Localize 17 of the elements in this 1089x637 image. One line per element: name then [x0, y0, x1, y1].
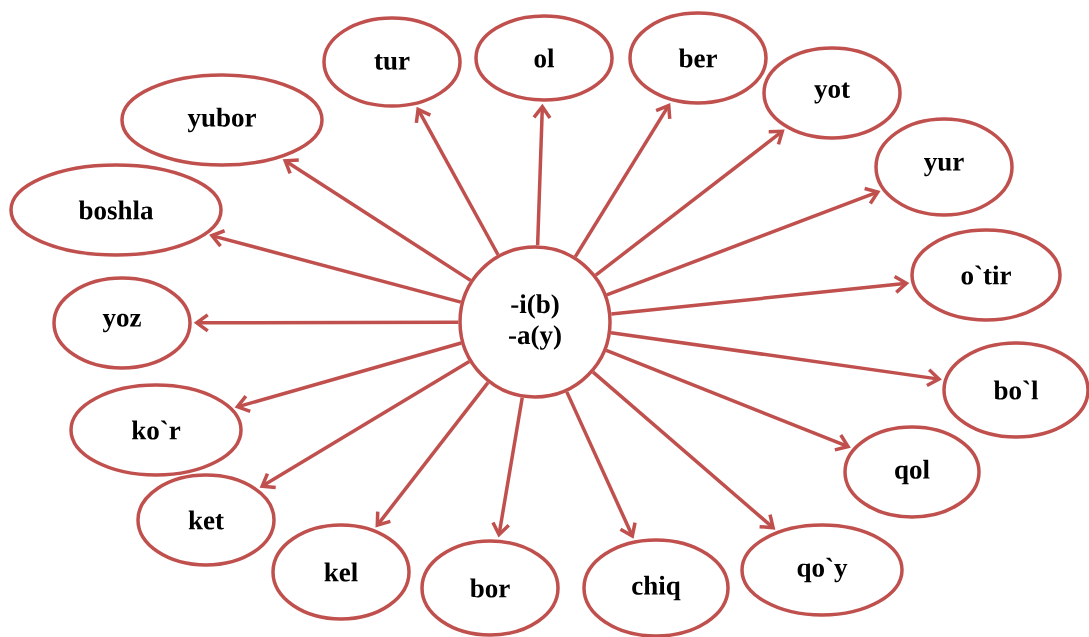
arrow — [573, 102, 672, 258]
arrow — [491, 397, 524, 538]
arrow — [234, 341, 462, 414]
arrow — [209, 229, 462, 304]
arrow — [375, 381, 490, 528]
arrow — [606, 186, 881, 297]
arrow — [611, 274, 910, 316]
arrow — [591, 370, 776, 530]
arrow — [259, 360, 471, 490]
arrow — [414, 106, 500, 256]
arrow — [282, 158, 472, 282]
arrow — [605, 348, 851, 452]
arrow — [594, 129, 785, 277]
arrow — [193, 313, 459, 333]
arrow — [532, 103, 552, 246]
arrow — [610, 331, 942, 388]
arrow — [565, 391, 637, 539]
